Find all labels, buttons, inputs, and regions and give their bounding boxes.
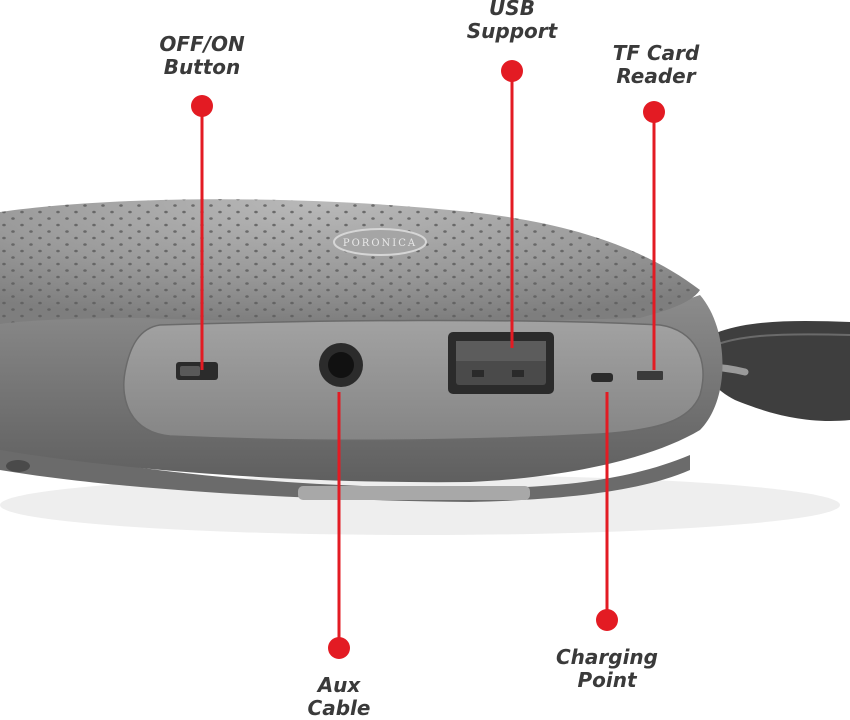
brand-badge-text: PORONICA — [343, 238, 417, 249]
callout-dot-charging — [596, 609, 618, 631]
callout-dot-aux — [328, 637, 350, 659]
callout-label-charging: Charging Point — [540, 646, 674, 692]
callout-label-tf-card: TF Card Reader — [600, 42, 712, 88]
device-foot — [298, 486, 530, 500]
charging-port — [591, 373, 613, 382]
indicator-dot — [6, 460, 30, 472]
callout-label-off-on: OFF/ON Button — [148, 33, 256, 79]
power-switch — [176, 362, 218, 380]
usb-label-line2: Support — [466, 19, 558, 43]
brand-badge: PORONICA — [333, 228, 427, 256]
off-on-label-line1: OFF/ON — [159, 32, 245, 56]
charging-label-line1: Charging — [555, 645, 658, 669]
aux-label-line1: Aux — [317, 673, 361, 697]
callout-label-aux: Aux Cable — [290, 674, 388, 720]
callout-label-usb: USB Support — [455, 0, 569, 43]
callout-dot-tf-card — [643, 101, 665, 123]
tf-card-label-line1: TF Card — [612, 41, 700, 65]
tf-card-label-line2: Reader — [616, 64, 696, 88]
callout-dot-usb — [501, 60, 523, 82]
aux-jack — [319, 343, 363, 387]
tf-card-slot — [637, 371, 663, 380]
speaker-grille — [0, 199, 700, 324]
device-base — [0, 440, 690, 502]
port-panel — [123, 319, 704, 442]
usb-port — [448, 332, 554, 394]
aux-label-line2: Cable — [307, 696, 371, 720]
off-on-label-line2: Button — [163, 55, 241, 79]
callout-lines — [200, 71, 656, 648]
charging-label-line2: Point — [577, 668, 637, 692]
usb-label-line1: USB — [489, 0, 535, 20]
callout-dot-off-on — [191, 95, 213, 117]
